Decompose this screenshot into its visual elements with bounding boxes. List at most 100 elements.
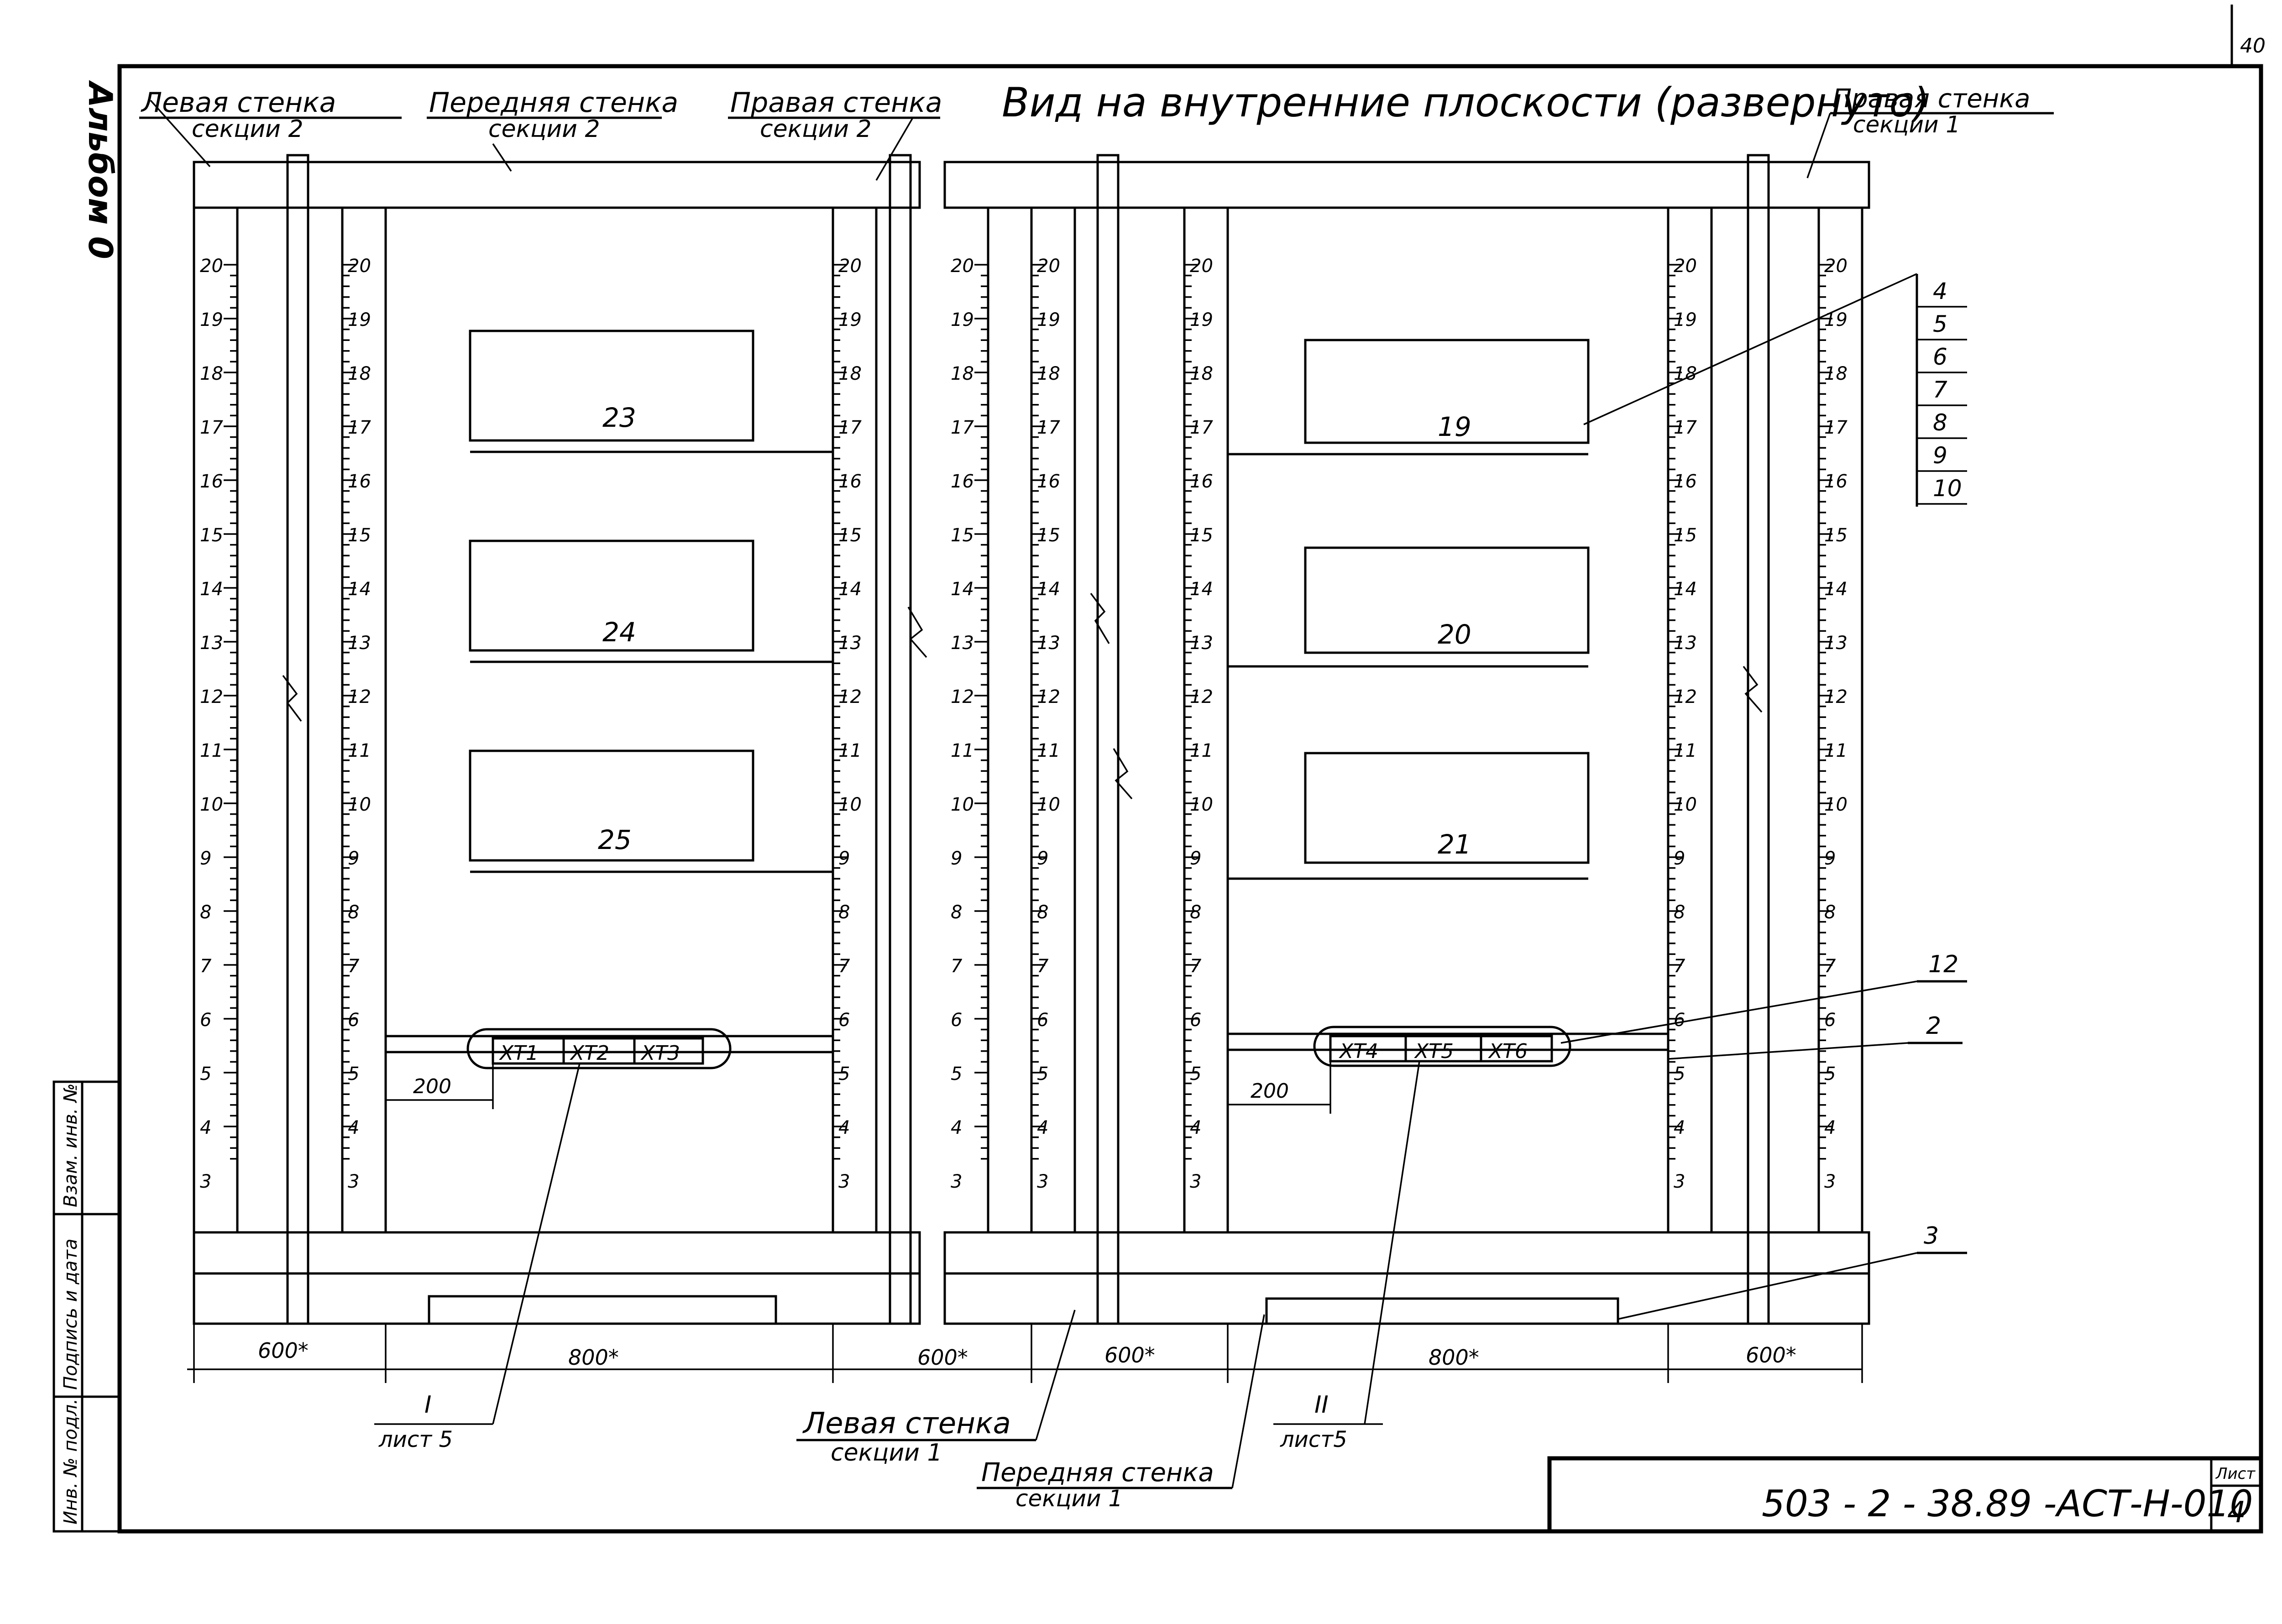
position-mark: 9 [1933,442,1947,469]
ruler-label: 20 [1824,256,1848,277]
stamp-signature-date: Подпись и дата [60,1239,81,1390]
ruler-label: 13 [348,633,371,654]
ruler-label: 19 [838,309,862,330]
ruler-label: 9 [1037,848,1048,869]
ruler-label: 11 [348,740,371,761]
stamp-inv-podl: Инв. № подл. [60,1399,81,1524]
ruler-label: 5 [838,1063,850,1084]
ruler-label: 7 [348,956,360,977]
ruler-label: 18 [838,363,862,384]
ruler-label: 18 [1674,363,1697,384]
ruler-label: 4 [1190,1117,1201,1138]
position-mark: 5 [1933,311,1947,337]
ruler-label: 4 [838,1117,850,1138]
svg-text:Правая стенка: Правая стенка [730,87,942,119]
ruler-label: 8 [1037,902,1048,923]
ruler-label: 11 [951,740,974,761]
ruler-label: 5 [951,1063,962,1084]
position-mark: 6 [1933,344,1947,370]
ruler-label: 13 [951,633,974,654]
ruler-label: 13 [1674,633,1697,654]
dim-600-d: 600* [1746,1343,1796,1367]
ruler-label: 4 [951,1117,962,1138]
ruler-label: 17 [1824,417,1848,438]
svg-text:Передняя стенка: Передняя стенка [981,1458,1214,1488]
ruler-label: 11 [1190,740,1213,761]
ruler-label: 12 [1037,686,1060,707]
leader-2: 2 [1668,1012,1963,1060]
ruler-label: 16 [951,471,974,492]
ruler-label: 16 [1824,471,1848,492]
ruler-label: 20 [200,256,223,277]
ruler-label: 18 [348,363,371,384]
ruler-label: 3 [1674,1171,1685,1192]
column-cuts-sec2 [282,154,927,1325]
ruler-label: 14 [1824,579,1848,600]
ruler-label: 3 [348,1171,359,1192]
svg-text:секции 1: секции 1 [1853,111,1960,138]
ruler-label: 18 [1824,363,1848,384]
position-mark: 7 [1933,377,1947,403]
ruler-label: 20 [1190,256,1213,277]
ruler-label: 10 [348,794,371,815]
ruler-label: 6 [951,1010,962,1031]
ruler-label: 18 [1037,363,1060,384]
callout-right-wall-sec1: Правая стенка секции 1 [1806,84,2054,178]
ruler-label: 19 [348,309,371,330]
ruler-label: 3 [951,1171,962,1192]
ruler-label: 5 [348,1063,359,1084]
ruler-label: 7 [200,956,212,977]
callout-right-wall-sec2: Правая стенка секции 2 [728,87,942,181]
bottom-dimensions: 600* 800* 600* 600* 800* 600* [187,1324,1863,1383]
ruler-label: 9 [1674,848,1685,869]
ruler-label: 6 [1824,1010,1836,1031]
ruler-label: 15 [200,525,223,546]
ruler-label: 7 [838,956,850,977]
ruler-label: 14 [1674,579,1697,600]
panel-label-25: 25 [598,824,632,855]
ruler-label: 10 [1190,794,1213,815]
terminal-xt5: XT5 [1414,1040,1454,1063]
ruler-label: 8 [951,902,962,923]
ruler-label: 17 [838,417,862,438]
position-mark: 8 [1933,409,1947,436]
ruler-label: 8 [838,902,850,923]
ruler-label: 12 [838,686,862,707]
ruler-label: 15 [838,525,862,546]
ruler-label: 20 [838,256,862,277]
panel-23 [469,330,754,442]
svg-text:секции 2: секции 2 [488,115,600,143]
ruler-label: 4 [348,1117,359,1138]
callout-front-wall-sec1: Передняя стенка секции 1 [977,1314,1265,1512]
terminal-xt4: XT4 [1339,1040,1378,1063]
ruler-label: 11 [1824,740,1848,761]
detail-ref-1-sheet: лист 5 [378,1427,453,1452]
ruler-label: 16 [1037,471,1060,492]
ruler-label: 4 [200,1117,211,1138]
position-mark: 10 [1933,475,1962,502]
ruler-label: 7 [951,956,963,977]
detail-ref-1-mark: I [424,1391,431,1419]
svg-text:Правая стенка: Правая стенка [1832,84,2030,114]
ruler-label: 6 [348,1010,359,1031]
detail-ref-2-sheet: лист5 [1280,1427,1347,1452]
ruler-label: 16 [200,471,223,492]
ruler-label: 20 [1674,256,1697,277]
ruler-label: 20 [348,256,371,277]
dim-600-a: 600* [258,1338,309,1363]
svg-text:2: 2 [1926,1012,1941,1040]
ruler-label: 7 [1824,956,1836,977]
sheet-label: Лист [2215,1465,2256,1483]
ruler-label: 17 [951,417,974,438]
svg-text:Левая стенка: Левая стенка [141,87,336,119]
ruler-label: 4 [1824,1117,1836,1138]
ruler-label: 8 [348,902,359,923]
ruler-label: 3 [1190,1171,1201,1192]
terminal-xt2: XT2 [570,1042,609,1065]
ruler-label: 15 [1674,525,1697,546]
offset-dim-sec2: 200 [413,1075,451,1098]
ruler-label: 10 [951,794,974,815]
ruler-label: 13 [1190,633,1213,654]
ruler-label: 5 [1190,1063,1201,1084]
dim-600-b: 600* [917,1345,968,1370]
